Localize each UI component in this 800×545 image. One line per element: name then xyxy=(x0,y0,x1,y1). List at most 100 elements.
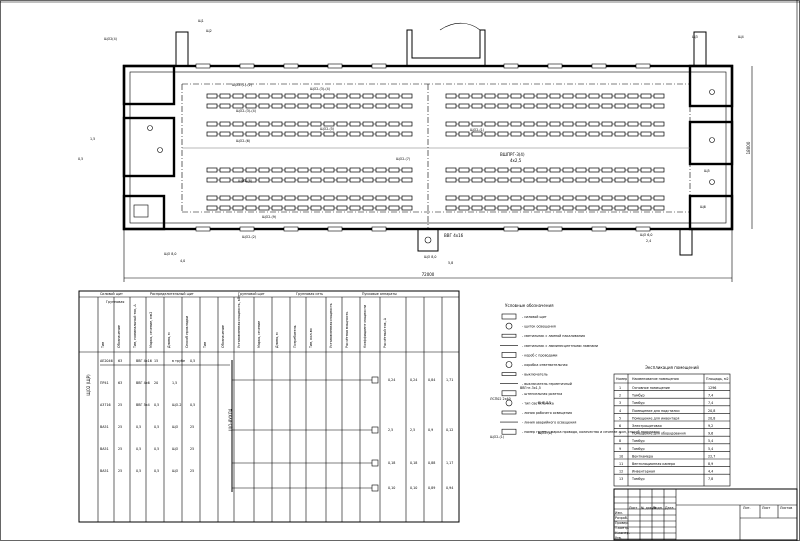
luminaire xyxy=(258,121,270,127)
luminaire xyxy=(536,167,548,173)
luminaire xyxy=(206,103,218,109)
luminaire xyxy=(523,177,535,183)
luminaire xyxy=(653,131,665,137)
luminaire xyxy=(232,93,244,99)
room-name: Помещение для подстилки xyxy=(632,409,680,413)
luminaire xyxy=(614,93,626,99)
stamp-role: Провер. xyxy=(615,521,629,525)
result-calc: 2,5 xyxy=(410,428,415,432)
result-cos: 0,84 xyxy=(428,378,435,382)
luminaire xyxy=(471,205,483,211)
luminaire xyxy=(271,177,283,183)
group-label: ЩО2-(2) xyxy=(242,235,256,239)
luminaire xyxy=(388,131,400,137)
stamp-grid: Изм.Разраб.Провер.Т.контр.Н.контр.Утв.Ли… xyxy=(613,489,797,540)
luminaire xyxy=(640,205,652,211)
luminaire xyxy=(601,121,613,127)
luminaire xyxy=(562,93,574,99)
luminaire xyxy=(375,177,387,183)
group-label: ЩО2-(1)-(2) xyxy=(232,83,252,87)
stamp-colname: Лист xyxy=(629,506,637,510)
window xyxy=(371,63,387,69)
entry-junction xyxy=(424,236,432,244)
luminaire xyxy=(271,131,283,137)
luminaire xyxy=(219,167,231,173)
panel-vertical-label: ЩО2 (ЩР) xyxy=(86,374,91,396)
luminaire xyxy=(458,131,470,137)
col-header: Тип, номинальный ток, А xyxy=(133,304,137,349)
luminaire xyxy=(471,167,483,173)
stamp-frame xyxy=(613,488,798,541)
room-number: 2 xyxy=(619,394,621,398)
luminaire xyxy=(536,205,548,211)
luminaire xyxy=(588,93,600,99)
result-power: 0,10 xyxy=(388,486,395,490)
legend-symbol xyxy=(505,399,513,407)
legend-item: - светильник с лампой накаливания xyxy=(522,334,585,338)
luminaire xyxy=(336,93,348,99)
group-label: ЩО2-(3)-(4) xyxy=(310,87,330,91)
luminaire xyxy=(523,195,535,201)
luminaire xyxy=(375,121,387,127)
luminaire xyxy=(245,93,257,99)
room-area: 7,4 xyxy=(708,401,713,405)
luminaire xyxy=(232,177,244,183)
luminaire xyxy=(575,177,587,183)
incandescent-lamp xyxy=(709,137,715,143)
luminaire xyxy=(297,93,309,99)
entry-value: 25 xyxy=(118,447,122,451)
legend-title: Условные обозначения xyxy=(505,303,554,308)
panel-label: Щ4 xyxy=(738,35,744,39)
luminaire xyxy=(375,93,387,99)
luminaire xyxy=(297,131,309,137)
luminaire xyxy=(614,167,626,173)
consumer-box xyxy=(371,376,379,384)
group-header: Групповой щит xyxy=(238,292,265,296)
room-header: Номер xyxy=(616,377,627,381)
luminaire xyxy=(336,205,348,211)
panel-label: Щ1 xyxy=(198,19,204,23)
luminaire xyxy=(627,177,639,183)
legend-sample-group2: ЩО2-(8) xyxy=(538,431,552,435)
room-name: Тамбур xyxy=(631,394,645,398)
luminaire xyxy=(388,205,400,211)
legend-item: - выключатель xyxy=(522,373,548,377)
luminaire xyxy=(614,195,626,201)
legend-symbol xyxy=(501,352,517,358)
luminaire xyxy=(510,131,522,137)
col-header: Тип, кол-во xyxy=(309,328,313,349)
legend-sample-mid: ВВГнг-3х1,5 xyxy=(520,386,541,390)
luminaire xyxy=(510,121,522,127)
window xyxy=(283,226,299,232)
luminaire xyxy=(523,131,535,137)
luminaire xyxy=(627,131,639,137)
luminaire xyxy=(323,93,335,99)
luminaire xyxy=(640,177,652,183)
entry-value: 0,5 xyxy=(154,403,159,407)
luminaire xyxy=(458,167,470,173)
luminaire xyxy=(653,177,665,183)
luminaire xyxy=(362,195,374,201)
luminaire xyxy=(271,167,283,173)
luminaire xyxy=(497,93,509,99)
room-area: 1296 xyxy=(708,386,716,390)
luminaire xyxy=(297,103,309,109)
luminaire xyxy=(362,167,374,173)
luminaire xyxy=(219,131,231,137)
entry-value: 63 xyxy=(118,381,122,385)
col-header: Коэффициент мощности xyxy=(363,305,367,348)
consumer-box xyxy=(371,484,379,492)
luminaire xyxy=(336,131,348,137)
luminaire xyxy=(575,103,587,109)
entry-value: в трубе xyxy=(172,359,185,363)
tag-label: 1,5 xyxy=(90,137,95,141)
luminaire xyxy=(445,121,457,127)
room-number: 3 xyxy=(619,401,621,405)
legend-sample-left: ЛСП02 2х40 xyxy=(490,397,511,401)
stamp-sheet: Лист xyxy=(762,506,770,510)
tag-labels: ЩО 8,04,0ЩО 6,02,4ЩО 8,05,80,51,5 xyxy=(78,137,653,265)
luminaire xyxy=(640,121,652,127)
